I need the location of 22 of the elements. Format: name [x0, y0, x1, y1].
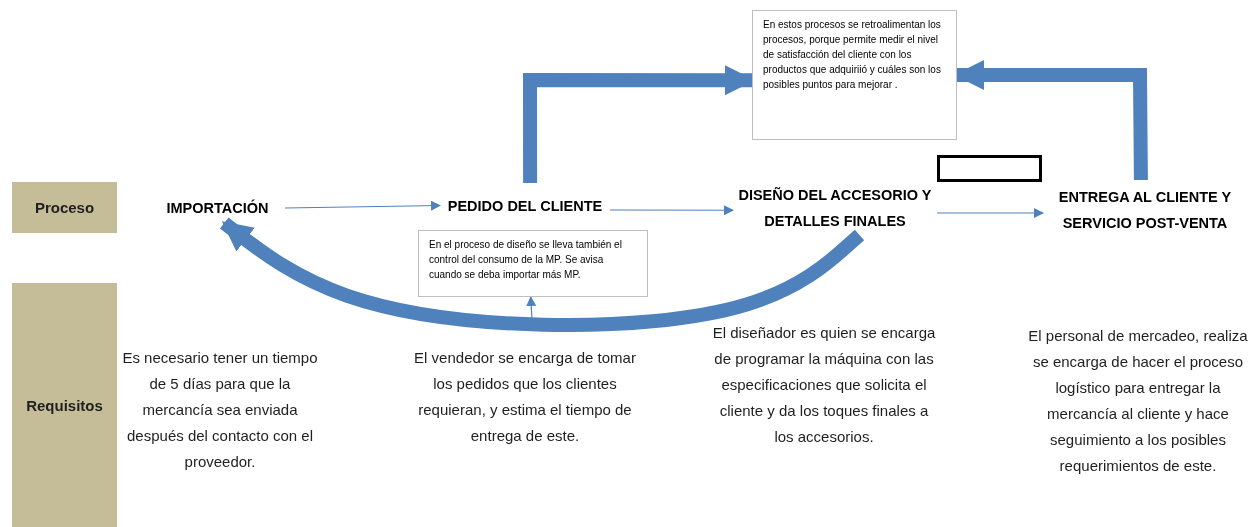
arrow [609, 205, 734, 216]
empty-box [937, 155, 1042, 182]
requirement-text: El diseñador es quien se encarga de programar la máquina con las especificaciones que solicita el cliente y da los toques finales a los accesorios. [712, 323, 936, 447]
requirement-text: El vendedor se encarga de tomar los pedidos que los clientes requieran, y estima el tiempo de entrega de este. [413, 348, 637, 446]
row-header [12, 182, 117, 233]
arrow [936, 208, 1044, 218]
row-header-text: Requisitos [26, 396, 103, 414]
note-box [418, 230, 648, 297]
row-header [12, 283, 117, 527]
requirement-text: Es necesario tener un tiempo de 5 días para que la mercancía sea enviada después del contacto con el proveedor. [121, 348, 319, 472]
requirement-text: El personal de mercadeo, realiza se encarga de hacer el proceso logístico para entregar la mercancía al cliente y hace seguimiento a los posibles requerimientos de este. [1028, 326, 1248, 476]
process-title: DISEÑO DEL ACCESORIO Y DETALLES FINALES [737, 185, 933, 231]
process-title: IMPORTACIÓN [166, 198, 269, 218]
arrow [526, 296, 537, 321]
note-text: En el proceso de diseño se lleva también el control del consumo de la MP. Se avisa cuando se deba importar más MP. [429, 238, 623, 282]
process-title: ENTREGA AL CLIENTE Y SERVICIO POST-VENTA [1057, 188, 1233, 233]
process-title: PEDIDO DEL CLIENTE [447, 196, 603, 216]
block-arrow [219, 217, 865, 332]
note-text: En estos procesos se retroalimentan los procesos, porque permite medir el nivel de satisfacción del cliente con los productos que adquiriió y cuáles son los posibles puntos para mejorar . [763, 18, 942, 92]
arrow [284, 200, 441, 211]
row-header-text: Proceso [34, 199, 95, 216]
note-box [752, 10, 957, 140]
